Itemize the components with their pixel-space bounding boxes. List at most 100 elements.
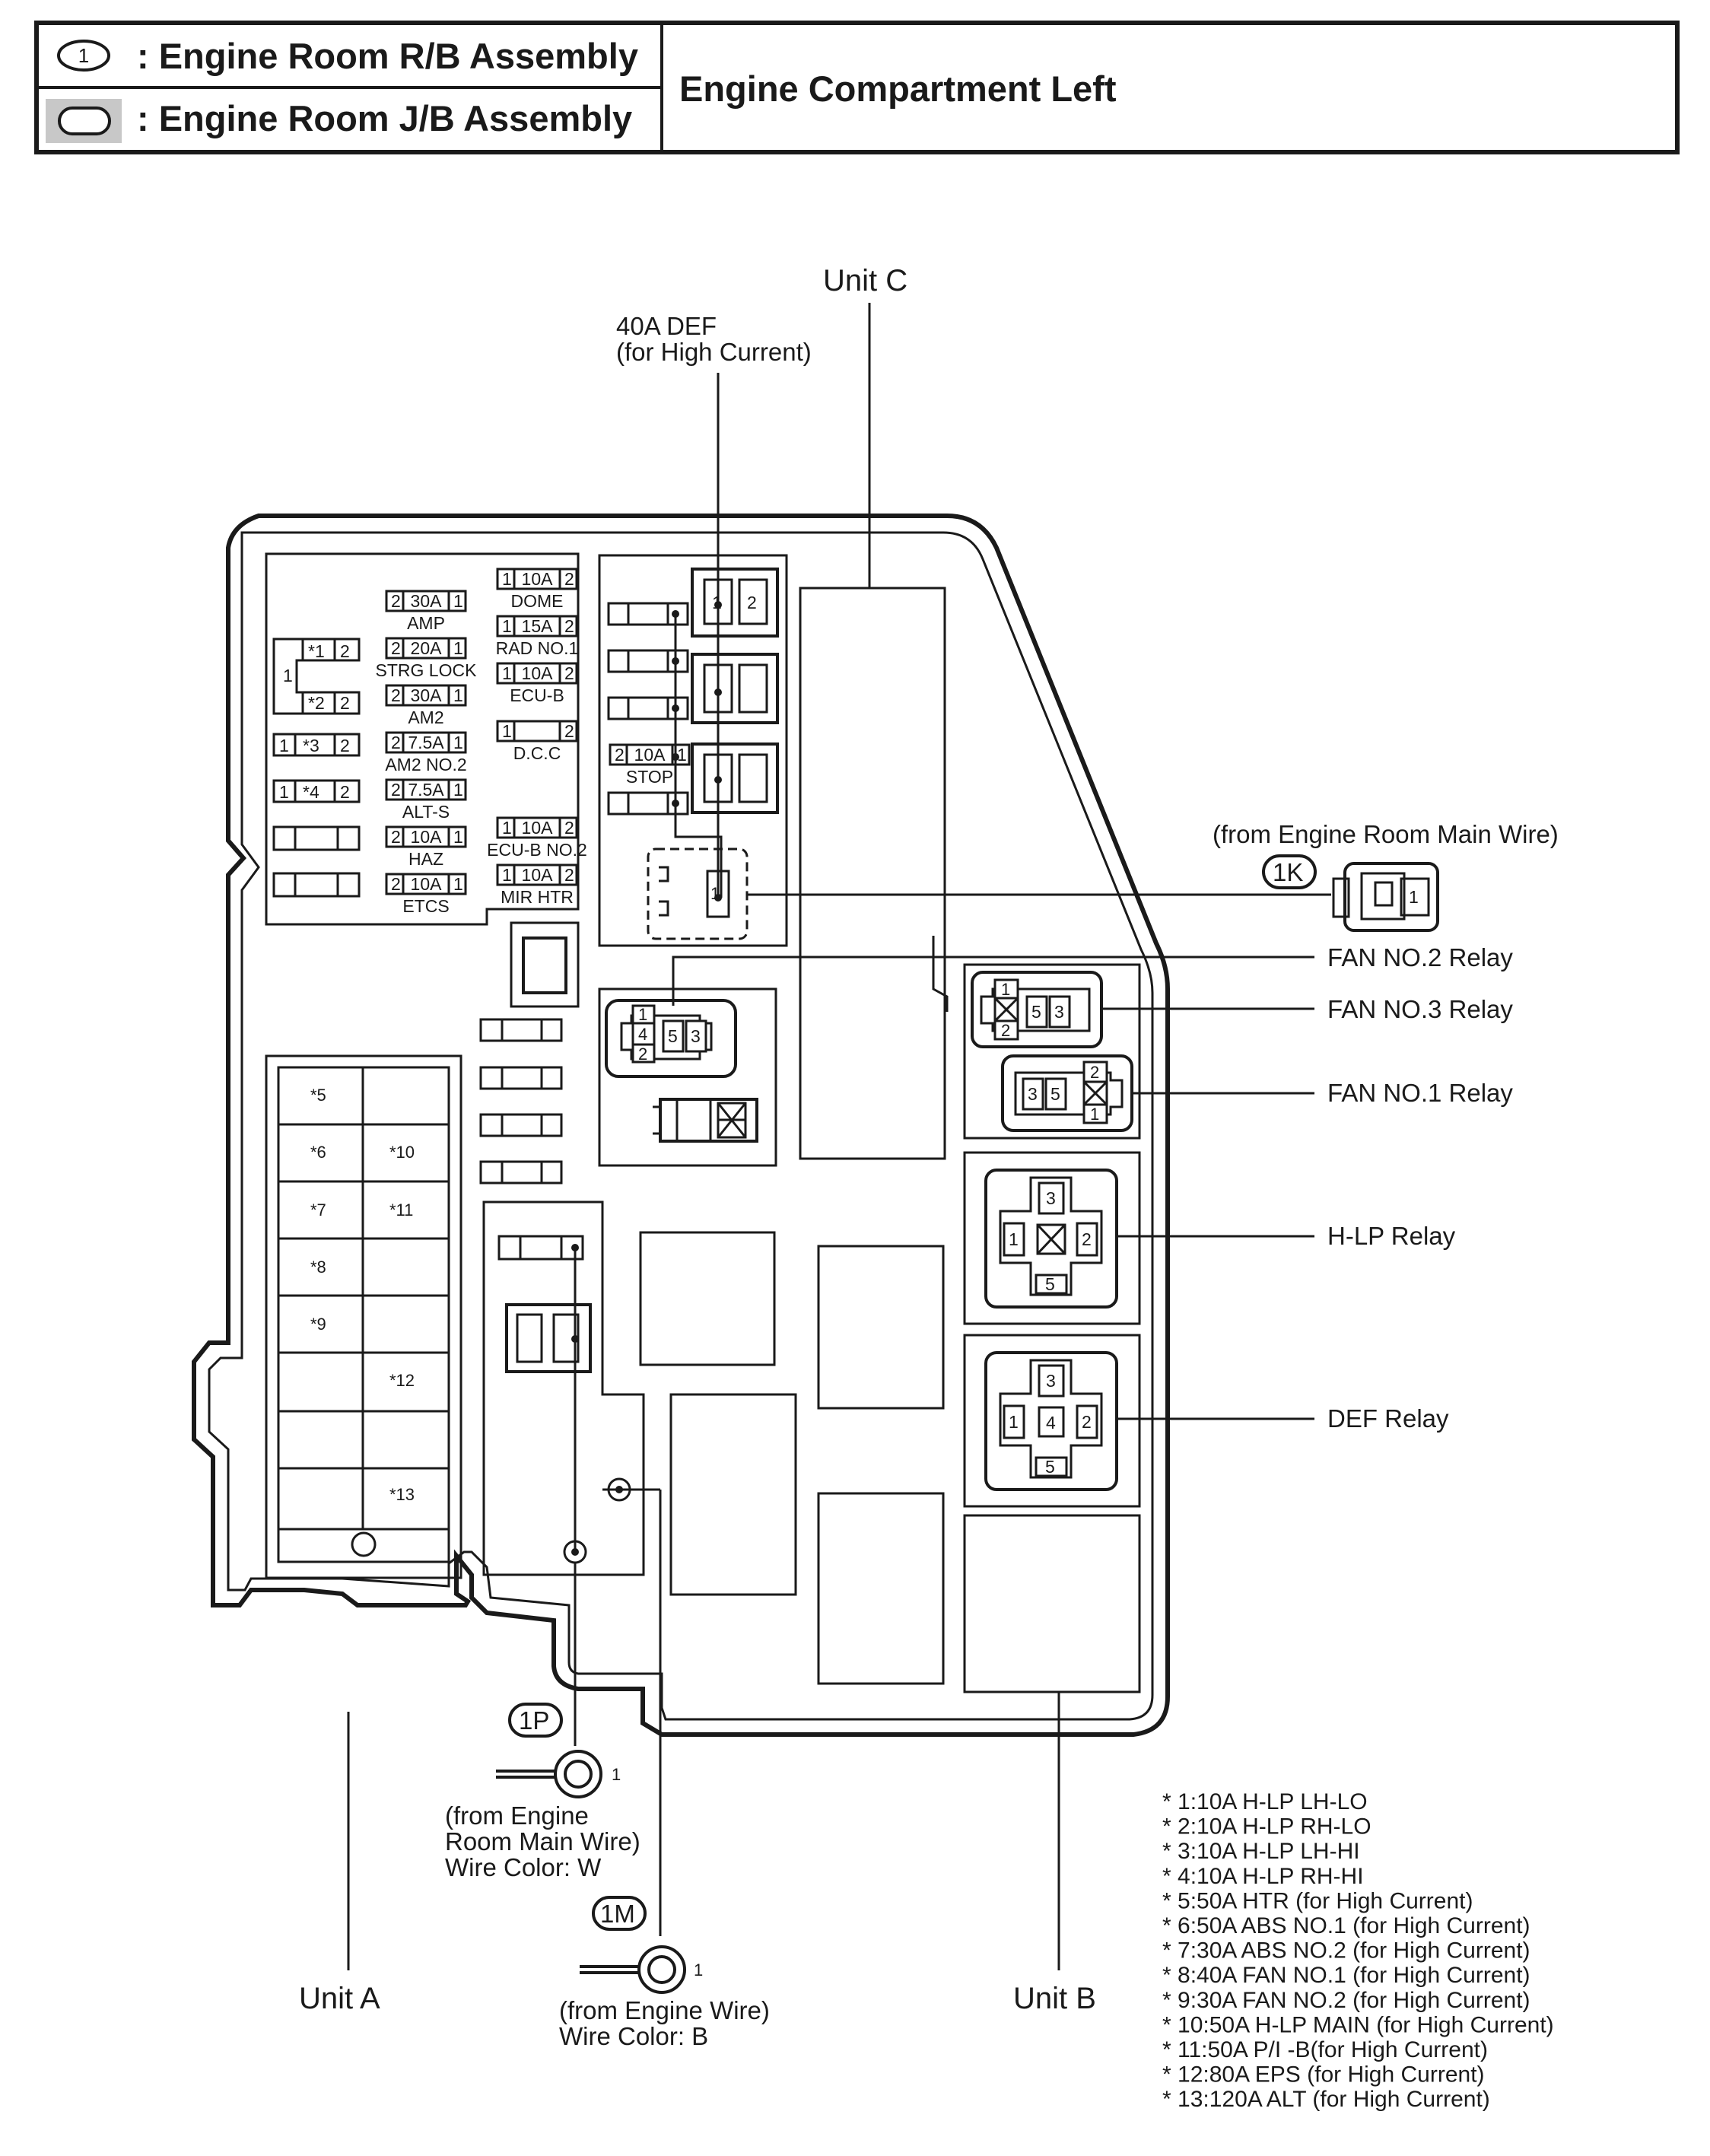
- fuse-pin-left: 2: [391, 638, 401, 658]
- svg-text:1: 1: [279, 736, 289, 755]
- fuse-pin-right: 1: [677, 745, 687, 765]
- fuse-pin-right: 1: [453, 638, 463, 658]
- spare-fuse-slot: [479, 1066, 563, 1090]
- fuse-name: ECU-B: [510, 685, 564, 705]
- svg-text:2: 2: [340, 782, 350, 802]
- fuse-name: STOP: [626, 767, 673, 787]
- fuse-rating: 10A: [411, 874, 443, 894]
- svg-text:3: 3: [1046, 1188, 1056, 1208]
- fuse-name: STRG LOCK: [376, 660, 478, 680]
- svg-text:5: 5: [1050, 1084, 1060, 1104]
- fusible-link-note: * 11:50A P/I -B(for High Current): [1162, 2037, 1488, 2062]
- fuse-rating: 10A: [522, 818, 554, 838]
- terminal-1p-desc-line3: Wire Color: W: [445, 1853, 602, 1881]
- fuse-rating: 20A: [411, 638, 443, 658]
- internal-bus-lines: [672, 601, 723, 902]
- fuse-pin-right: 2: [564, 616, 574, 636]
- fusible-link-notes: * 1:10A H-LP LH-LO* 2:10A H-LP RH-LO* 3:…: [1162, 1789, 1554, 2112]
- fuse-pin-right: 2: [564, 663, 574, 683]
- fuse-rating: 10A: [411, 827, 443, 847]
- fuse-pin-left: 2: [391, 827, 401, 847]
- fusible-link-note: * 3:10A H-LP LH-HI: [1162, 1839, 1360, 1864]
- unit-a-cell-10: *10: [389, 1143, 415, 1162]
- svg-text:1K: 1K: [1273, 858, 1303, 886]
- svg-text:1: 1: [1409, 887, 1419, 907]
- unit-a-cell-5: *5: [310, 1086, 326, 1105]
- ground-stud-block: [482, 1200, 645, 1576]
- fuse-pin-right: 2: [564, 569, 574, 589]
- fuse-name: ECU-B NO.2: [487, 840, 587, 860]
- rb-legend-label: : Engine Room R/B Assembly: [137, 36, 638, 76]
- fusible-link-note: * 2:10A H-LP RH-LO: [1162, 1814, 1371, 1840]
- unit-a-cell-8: *8: [310, 1258, 326, 1277]
- page-title: Engine Compartment Left: [679, 68, 1117, 109]
- svg-text:1: 1: [1009, 1412, 1019, 1432]
- unit-a-cell-13: *13: [389, 1485, 415, 1504]
- fuse-name: RAD NO.1: [496, 638, 579, 658]
- legend-header: 1 : Engine Room R/B Assembly : Engine Ro…: [34, 21, 1680, 154]
- fusible-link-note: * 7:30A ABS NO.2 (for High Current): [1162, 1938, 1530, 1964]
- svg-text:2: 2: [340, 641, 350, 661]
- fan-no3-relay-label: FAN NO.3 Relay: [1327, 995, 1513, 1023]
- def-40a-label-line1: 40A DEF: [616, 312, 717, 340]
- svg-text:1: 1: [283, 666, 293, 685]
- svg-text:1: 1: [1009, 1229, 1019, 1249]
- fuse-star-2-label: *2: [308, 693, 325, 713]
- terminal-1p: 1: [496, 1750, 621, 1798]
- svg-text:5: 5: [1045, 1274, 1055, 1294]
- unit-a-fusible-link-block: *5 *6 *10 *7 *11 *8 *9 *12 *13: [265, 1054, 462, 1579]
- svg-text:3: 3: [691, 1026, 701, 1046]
- fuse-name: D.C.C: [513, 743, 561, 763]
- fan-no2-relay-area: 1 4 2 5 3: [598, 987, 777, 1167]
- unit-b-spare-cavity: [963, 1514, 1141, 1693]
- svg-text:2: 2: [1001, 1021, 1010, 1040]
- fusible-link-note: * 6:50A ABS NO.1 (for High Current): [1162, 1913, 1530, 1938]
- fuse-rating: 7.5A: [408, 733, 444, 752]
- svg-text:2: 2: [747, 593, 757, 612]
- svg-text:2: 2: [1090, 1063, 1099, 1082]
- jb-legend-label: : Engine Room J/B Assembly: [137, 98, 632, 138]
- fusible-link-note: * 13:120A ALT (for High Current): [1162, 2087, 1490, 2112]
- fuse-pin-right: 1: [453, 874, 463, 894]
- unit-a-cell-9: *9: [310, 1315, 326, 1334]
- fuse-name: AMP: [407, 613, 445, 633]
- terminal-1m: 1: [580, 1945, 703, 1994]
- fusible-link-note: * 4:10A H-LP RH-HI: [1162, 1864, 1364, 1889]
- fuse-rating: 10A: [634, 745, 666, 765]
- fusible-link-note: * 5:50A HTR (for High Current): [1162, 1888, 1473, 1913]
- h-lp-relay: 3 1 2 5: [963, 1151, 1141, 1325]
- fuse-pin-left: 1: [502, 569, 512, 589]
- svg-text:2: 2: [1082, 1412, 1092, 1432]
- def-relay: 3 1 2 4 5: [963, 1334, 1141, 1508]
- fusible-link-note: * 10:50A H-LP MAIN (for High Current): [1162, 2012, 1554, 2037]
- unit-a-label: Unit A: [299, 1982, 380, 2015]
- fuse-pin-left: 1: [502, 818, 512, 838]
- svg-text:1: 1: [1090, 1105, 1099, 1124]
- empty-cavities: [639, 1231, 945, 1685]
- fuse-h-lp-lo-pair: 1 *1 2 *2 2: [272, 638, 361, 715]
- fuse-pin-left: 2: [615, 745, 625, 765]
- fuse-pin-left: 1: [502, 663, 512, 683]
- unit-a-mount-hole: [351, 1531, 377, 1557]
- connector-1k-dashed-area: [647, 847, 749, 940]
- fuse-pin-right: 2: [564, 865, 574, 885]
- fuse-pin-left: 2: [391, 591, 401, 611]
- fuse-pin-right: 1: [453, 780, 463, 800]
- svg-text:3: 3: [1028, 1084, 1038, 1104]
- jb-symbol-icon: [58, 107, 111, 135]
- connector-1k-badge: [1262, 854, 1317, 889]
- terminal-1p-badge: [508, 1703, 563, 1738]
- fuse-star-1-label: *1: [308, 641, 325, 661]
- def-40a-label-line2: (for High Current): [616, 338, 812, 366]
- fuse-name: DOME: [511, 591, 564, 611]
- fuse-pin-left: 2: [391, 780, 401, 800]
- fuse-name: AM2: [408, 708, 443, 727]
- fuse-star-4: 1 *4 2: [272, 779, 361, 803]
- fuse-rating: 10A: [522, 569, 554, 589]
- fan-no1-relay: 3 5 2 1: [1001, 1054, 1133, 1132]
- unit-a-cell-12: *12: [389, 1371, 415, 1390]
